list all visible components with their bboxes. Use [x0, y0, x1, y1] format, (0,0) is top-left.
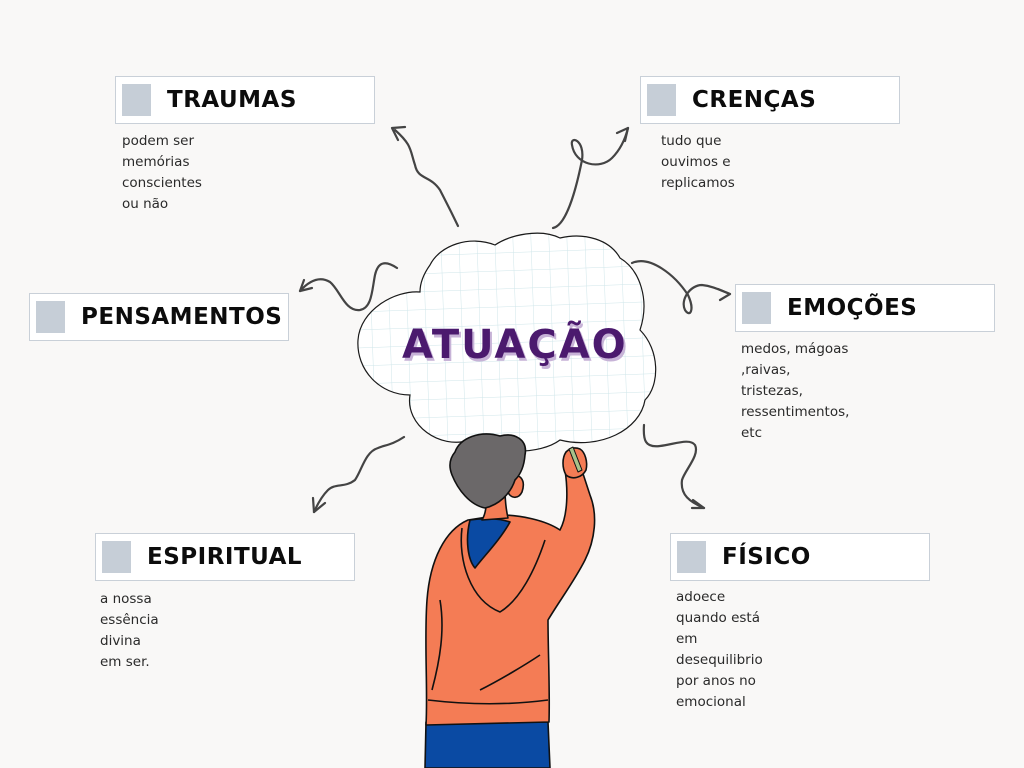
- node-title: ESPIRITUAL: [147, 544, 303, 570]
- node-title: EMOÇÕES: [787, 295, 918, 321]
- arrow-to-crencas: [551, 126, 630, 230]
- node-description: tudo que ouvimos e replicamos: [661, 133, 735, 191]
- label-box-crencas: CRENÇAS: [640, 76, 900, 124]
- square-bullet-icon: [122, 84, 151, 116]
- label-box-traumas: TRAUMAS: [115, 76, 375, 124]
- node-description: podem ser memórias conscientes ou não: [122, 133, 202, 212]
- arrow-to-traumas: [390, 125, 460, 228]
- node-description: adoece quando está em desequilibrio por …: [676, 589, 763, 710]
- node-title: CRENÇAS: [692, 87, 817, 113]
- node-title: PENSAMENTOS: [81, 304, 283, 330]
- square-bullet-icon: [677, 541, 706, 573]
- square-bullet-icon: [742, 292, 771, 324]
- label-box-emocoes: EMOÇÕES: [735, 284, 995, 332]
- label-box-pensamentos: PENSAMENTOS: [29, 293, 289, 341]
- label-box-fisico: FÍSICO: [670, 533, 930, 581]
- arrow-to-emocoes: [630, 260, 732, 315]
- square-bullet-icon: [36, 301, 65, 333]
- node-description: medos, mágoas ,raivas, tristezas, ressen…: [741, 341, 850, 441]
- person-illustration: [424, 433, 596, 768]
- label-box-espiritual: ESPIRITUAL: [95, 533, 355, 581]
- center-title: ATUAÇÃO: [402, 322, 628, 368]
- square-bullet-icon: [102, 541, 131, 573]
- arrow-to-espiritual: [311, 435, 406, 514]
- node-title: TRAUMAS: [167, 87, 297, 113]
- square-bullet-icon: [647, 84, 676, 116]
- arrow-to-fisico: [642, 423, 706, 510]
- node-description: a nossa essência divina em ser.: [100, 591, 159, 670]
- arrow-to-pensamentos: [298, 262, 399, 312]
- node-title: FÍSICO: [722, 544, 811, 570]
